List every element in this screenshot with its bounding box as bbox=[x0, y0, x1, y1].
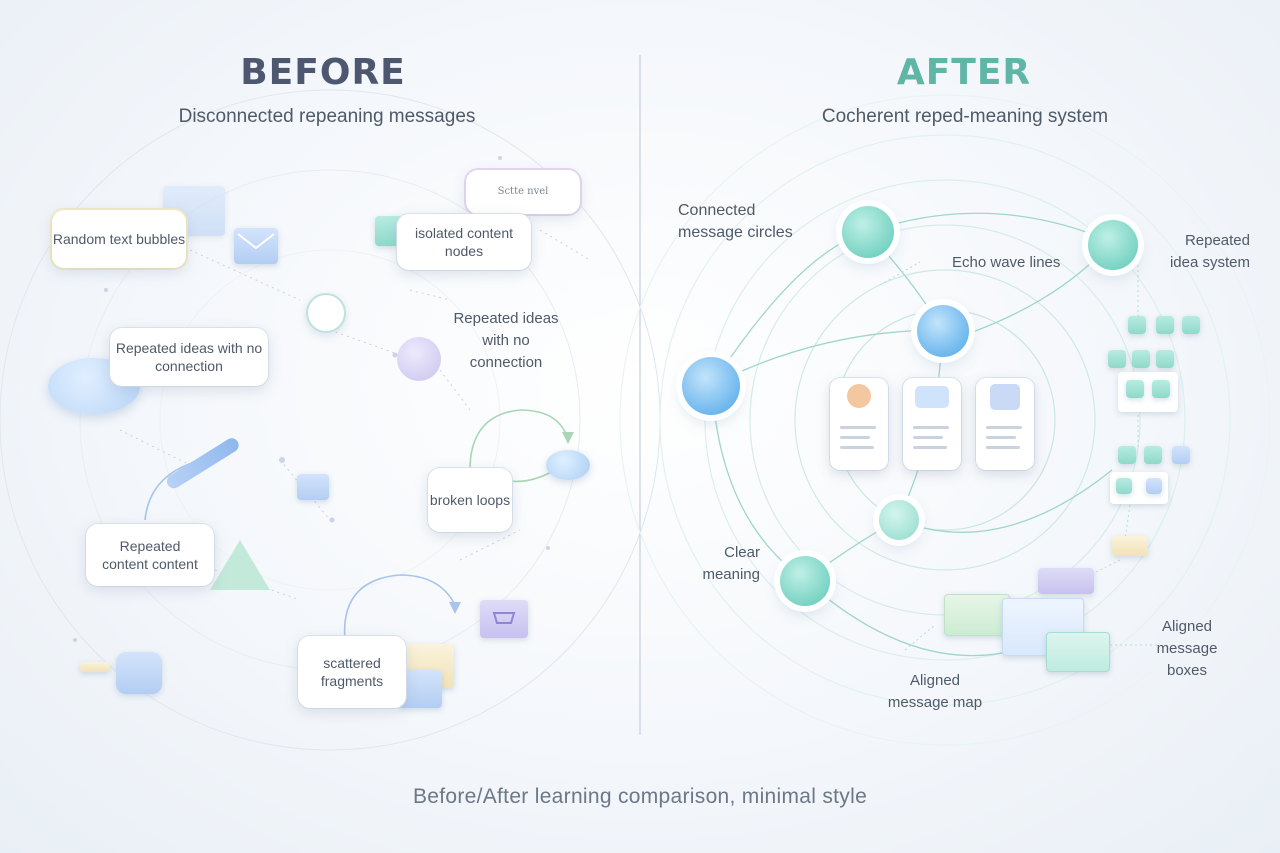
message-circle-node bbox=[682, 357, 740, 415]
idea-box bbox=[1116, 478, 1132, 494]
idea-box bbox=[1108, 350, 1126, 368]
envelope-icon bbox=[297, 474, 329, 500]
thumbs-up-icon bbox=[116, 652, 162, 694]
repeated-ideas-card: Repeated ideas with no connection bbox=[110, 328, 268, 386]
image-icon bbox=[915, 386, 949, 408]
lavender-node-circle bbox=[397, 337, 441, 381]
chat-bubble-icon bbox=[546, 450, 590, 480]
envelope-icon bbox=[234, 228, 278, 264]
idea-box bbox=[1172, 446, 1190, 464]
document-icon bbox=[990, 384, 1020, 410]
repeated-ideas-label: Repeated ideas with no connection bbox=[453, 310, 559, 371]
footer-caption: Before/After learning comparison, minima… bbox=[412, 785, 868, 808]
message-circle-node bbox=[780, 556, 830, 606]
before-subtitle: Disconnected repeaning messages bbox=[178, 106, 476, 127]
aligned-message-box bbox=[1046, 632, 1110, 672]
message-card bbox=[903, 378, 961, 470]
broken-loops-card: broken loops bbox=[428, 468, 512, 532]
message-card bbox=[830, 378, 888, 470]
scattered-fragments-card: scattered fragments bbox=[298, 636, 406, 708]
aligned-message-box bbox=[1038, 568, 1094, 594]
repeated-idea-system-label: Repeated idea system bbox=[1169, 232, 1250, 271]
message-card bbox=[976, 378, 1034, 470]
after-title: AFTER bbox=[896, 52, 1032, 93]
idea-box bbox=[1156, 316, 1174, 334]
message-circle-node bbox=[879, 500, 919, 540]
mountain-icon bbox=[210, 540, 270, 590]
idea-box bbox=[1146, 478, 1162, 494]
idea-box bbox=[1156, 350, 1174, 368]
clear-meaning-label: Clear meaning bbox=[702, 544, 760, 583]
cart-icon bbox=[480, 600, 528, 638]
repeated-content-card: Repeated content content bbox=[86, 524, 214, 586]
echo-wave-lines-label: Echo wave lines bbox=[952, 254, 1061, 271]
message-circle-node bbox=[917, 305, 969, 357]
isolated-content-nodes-card: isolated content nodes bbox=[397, 214, 531, 270]
idea-box bbox=[1112, 536, 1148, 556]
message-circle-node bbox=[1088, 220, 1138, 270]
tag-icon bbox=[80, 662, 110, 672]
idea-box bbox=[1152, 380, 1170, 398]
message-circle-node bbox=[842, 206, 894, 258]
idea-box bbox=[1144, 446, 1162, 464]
connected-circles-label: Connected message circles bbox=[678, 202, 793, 241]
idea-box bbox=[1126, 380, 1144, 398]
idea-box bbox=[1118, 446, 1136, 464]
aligned-message-boxes-label: Aligned message boxes bbox=[1156, 618, 1218, 679]
idea-box bbox=[1182, 316, 1200, 334]
before-title: BEFORE bbox=[240, 52, 406, 93]
scribble-note-card: Sctte nvel bbox=[466, 170, 580, 214]
aligned-message-map-label: Aligned message map bbox=[887, 672, 983, 711]
avatar-icon bbox=[847, 384, 871, 408]
small-node-circle bbox=[306, 293, 346, 333]
idea-box bbox=[1128, 316, 1146, 334]
random-text-bubbles-card: Random text bubbles bbox=[52, 210, 186, 268]
after-subtitle: Cocherent reped-meaning system bbox=[821, 106, 1109, 127]
idea-box bbox=[1132, 350, 1150, 368]
aligned-message-box bbox=[944, 594, 1010, 636]
